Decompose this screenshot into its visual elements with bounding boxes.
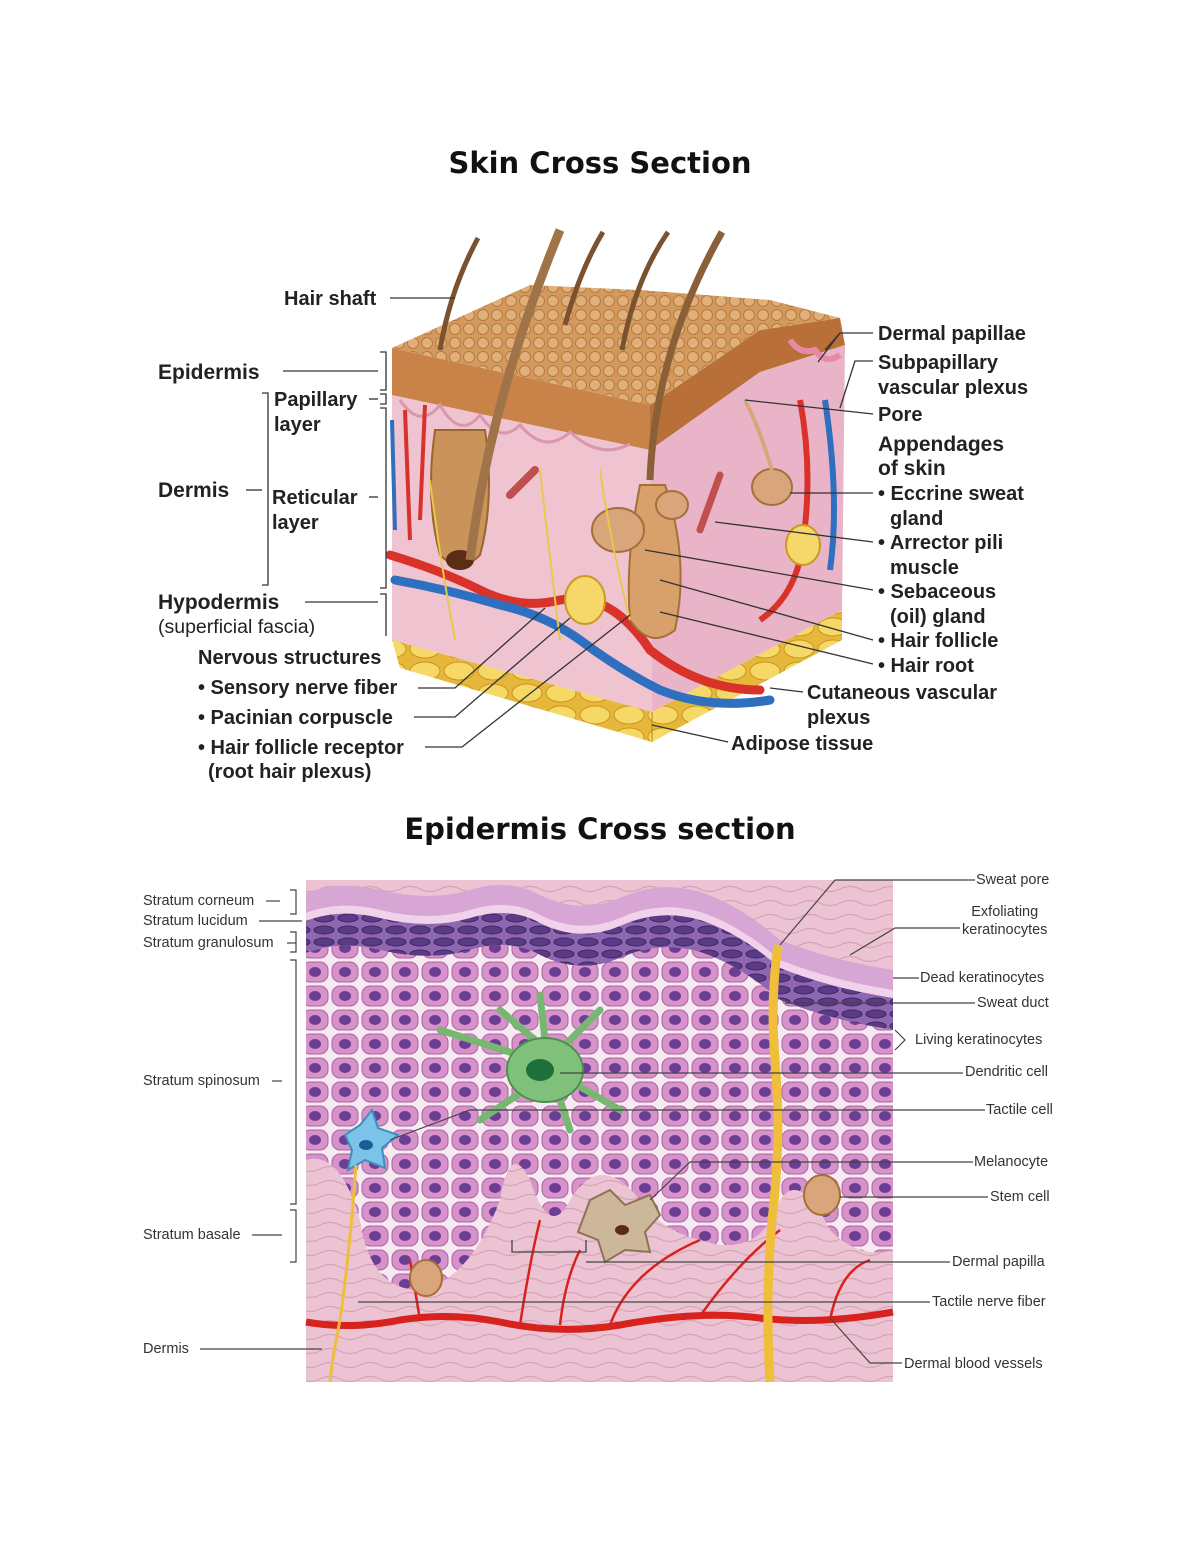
label-dead-keratinocytes: Dead keratinocytes bbox=[920, 970, 1045, 986]
label-stratum-corneum: Stratum corneum bbox=[143, 893, 255, 909]
label-nervous-structures: Nervous structures bbox=[198, 647, 382, 669]
label-dermal-papillae: Dermal papillae bbox=[878, 323, 1026, 345]
label-tactile-cell: Tactile cell bbox=[986, 1102, 1053, 1118]
stem-cell bbox=[803, 1174, 841, 1216]
stratum-corneum bbox=[306, 885, 893, 990]
epidermis-diagram-title: Epidermis Cross section bbox=[404, 812, 796, 846]
skin-surface bbox=[392, 285, 840, 405]
label-hair-shaft: Hair shaft bbox=[284, 288, 377, 310]
label-stratum-spinosum: Stratum spinosum bbox=[143, 1073, 260, 1089]
epidermis-block bbox=[305, 880, 894, 1383]
label-dendritic-cell: Dendritic cell bbox=[965, 1064, 1048, 1080]
skin-block bbox=[385, 228, 845, 742]
label-dermal-blood-vessels: Dermal blood vessels bbox=[904, 1356, 1043, 1372]
dermis-side-face bbox=[650, 345, 845, 712]
label-sensory-nerve-fiber: • Sensory nerve fiber bbox=[198, 677, 398, 699]
label-dermis: Dermis bbox=[158, 479, 230, 502]
label-sweat-pore: Sweat pore bbox=[976, 872, 1050, 888]
epidermis-leaders bbox=[200, 879, 988, 1364]
label-root-hair-plexus: (root hair plexus) bbox=[208, 761, 372, 783]
skin-diagram-title: Skin Cross Section bbox=[448, 146, 752, 180]
label-sweat-duct: Sweat duct bbox=[977, 995, 1049, 1011]
label-stratum-lucidum: Stratum lucidum bbox=[143, 913, 248, 929]
label-stratum-basale: Stratum basale bbox=[143, 1227, 241, 1243]
tactile-cell bbox=[343, 1107, 401, 1172]
sweat-duct bbox=[763, 944, 783, 1383]
eccrine-gland bbox=[751, 468, 793, 506]
label-stem-cell: Stem cell bbox=[990, 1189, 1050, 1205]
label-pacinian-corpuscle: • Pacinian corpuscle bbox=[198, 707, 393, 729]
epidermis-front-band bbox=[392, 348, 650, 450]
label-epidermis: Epidermis bbox=[158, 361, 260, 384]
label-dermis-epi: Dermis bbox=[143, 1341, 189, 1357]
dermal-blood-vessel bbox=[305, 1308, 894, 1333]
dendritic-cell bbox=[436, 991, 624, 1134]
label-superficial-fascia: (superficial fascia) bbox=[158, 616, 316, 638]
label-tactile-nerve-fiber: Tactile nerve fiber bbox=[932, 1294, 1046, 1310]
label-sebaceous-gland: • Sebaceous(oil) gland bbox=[878, 581, 997, 628]
pacinian-corpuscle bbox=[564, 575, 606, 625]
label-stratum-granulosum: Stratum granulosum bbox=[143, 935, 274, 951]
label-hair-follicle: • Hair follicle bbox=[878, 630, 999, 652]
label-adipose-tissue: Adipose tissue bbox=[731, 733, 874, 755]
label-living-keratinocytes: Living keratinocytes bbox=[915, 1032, 1043, 1048]
label-pore: Pore bbox=[878, 404, 923, 426]
label-dermal-papilla: Dermal papilla bbox=[952, 1254, 1045, 1270]
label-melanocyte: Melanocyte bbox=[974, 1154, 1049, 1170]
stratum-granulosum bbox=[306, 913, 893, 1030]
label-hypodermis: Hypodermis bbox=[158, 591, 280, 614]
vein bbox=[390, 575, 775, 708]
adipose-layer bbox=[392, 610, 842, 742]
epidermis-side-band bbox=[650, 318, 845, 450]
skin-leaders bbox=[246, 297, 874, 748]
label-hair-follicle-receptor: • Hair follicle receptor bbox=[198, 737, 404, 759]
label-hair-root: • Hair root bbox=[878, 655, 974, 677]
